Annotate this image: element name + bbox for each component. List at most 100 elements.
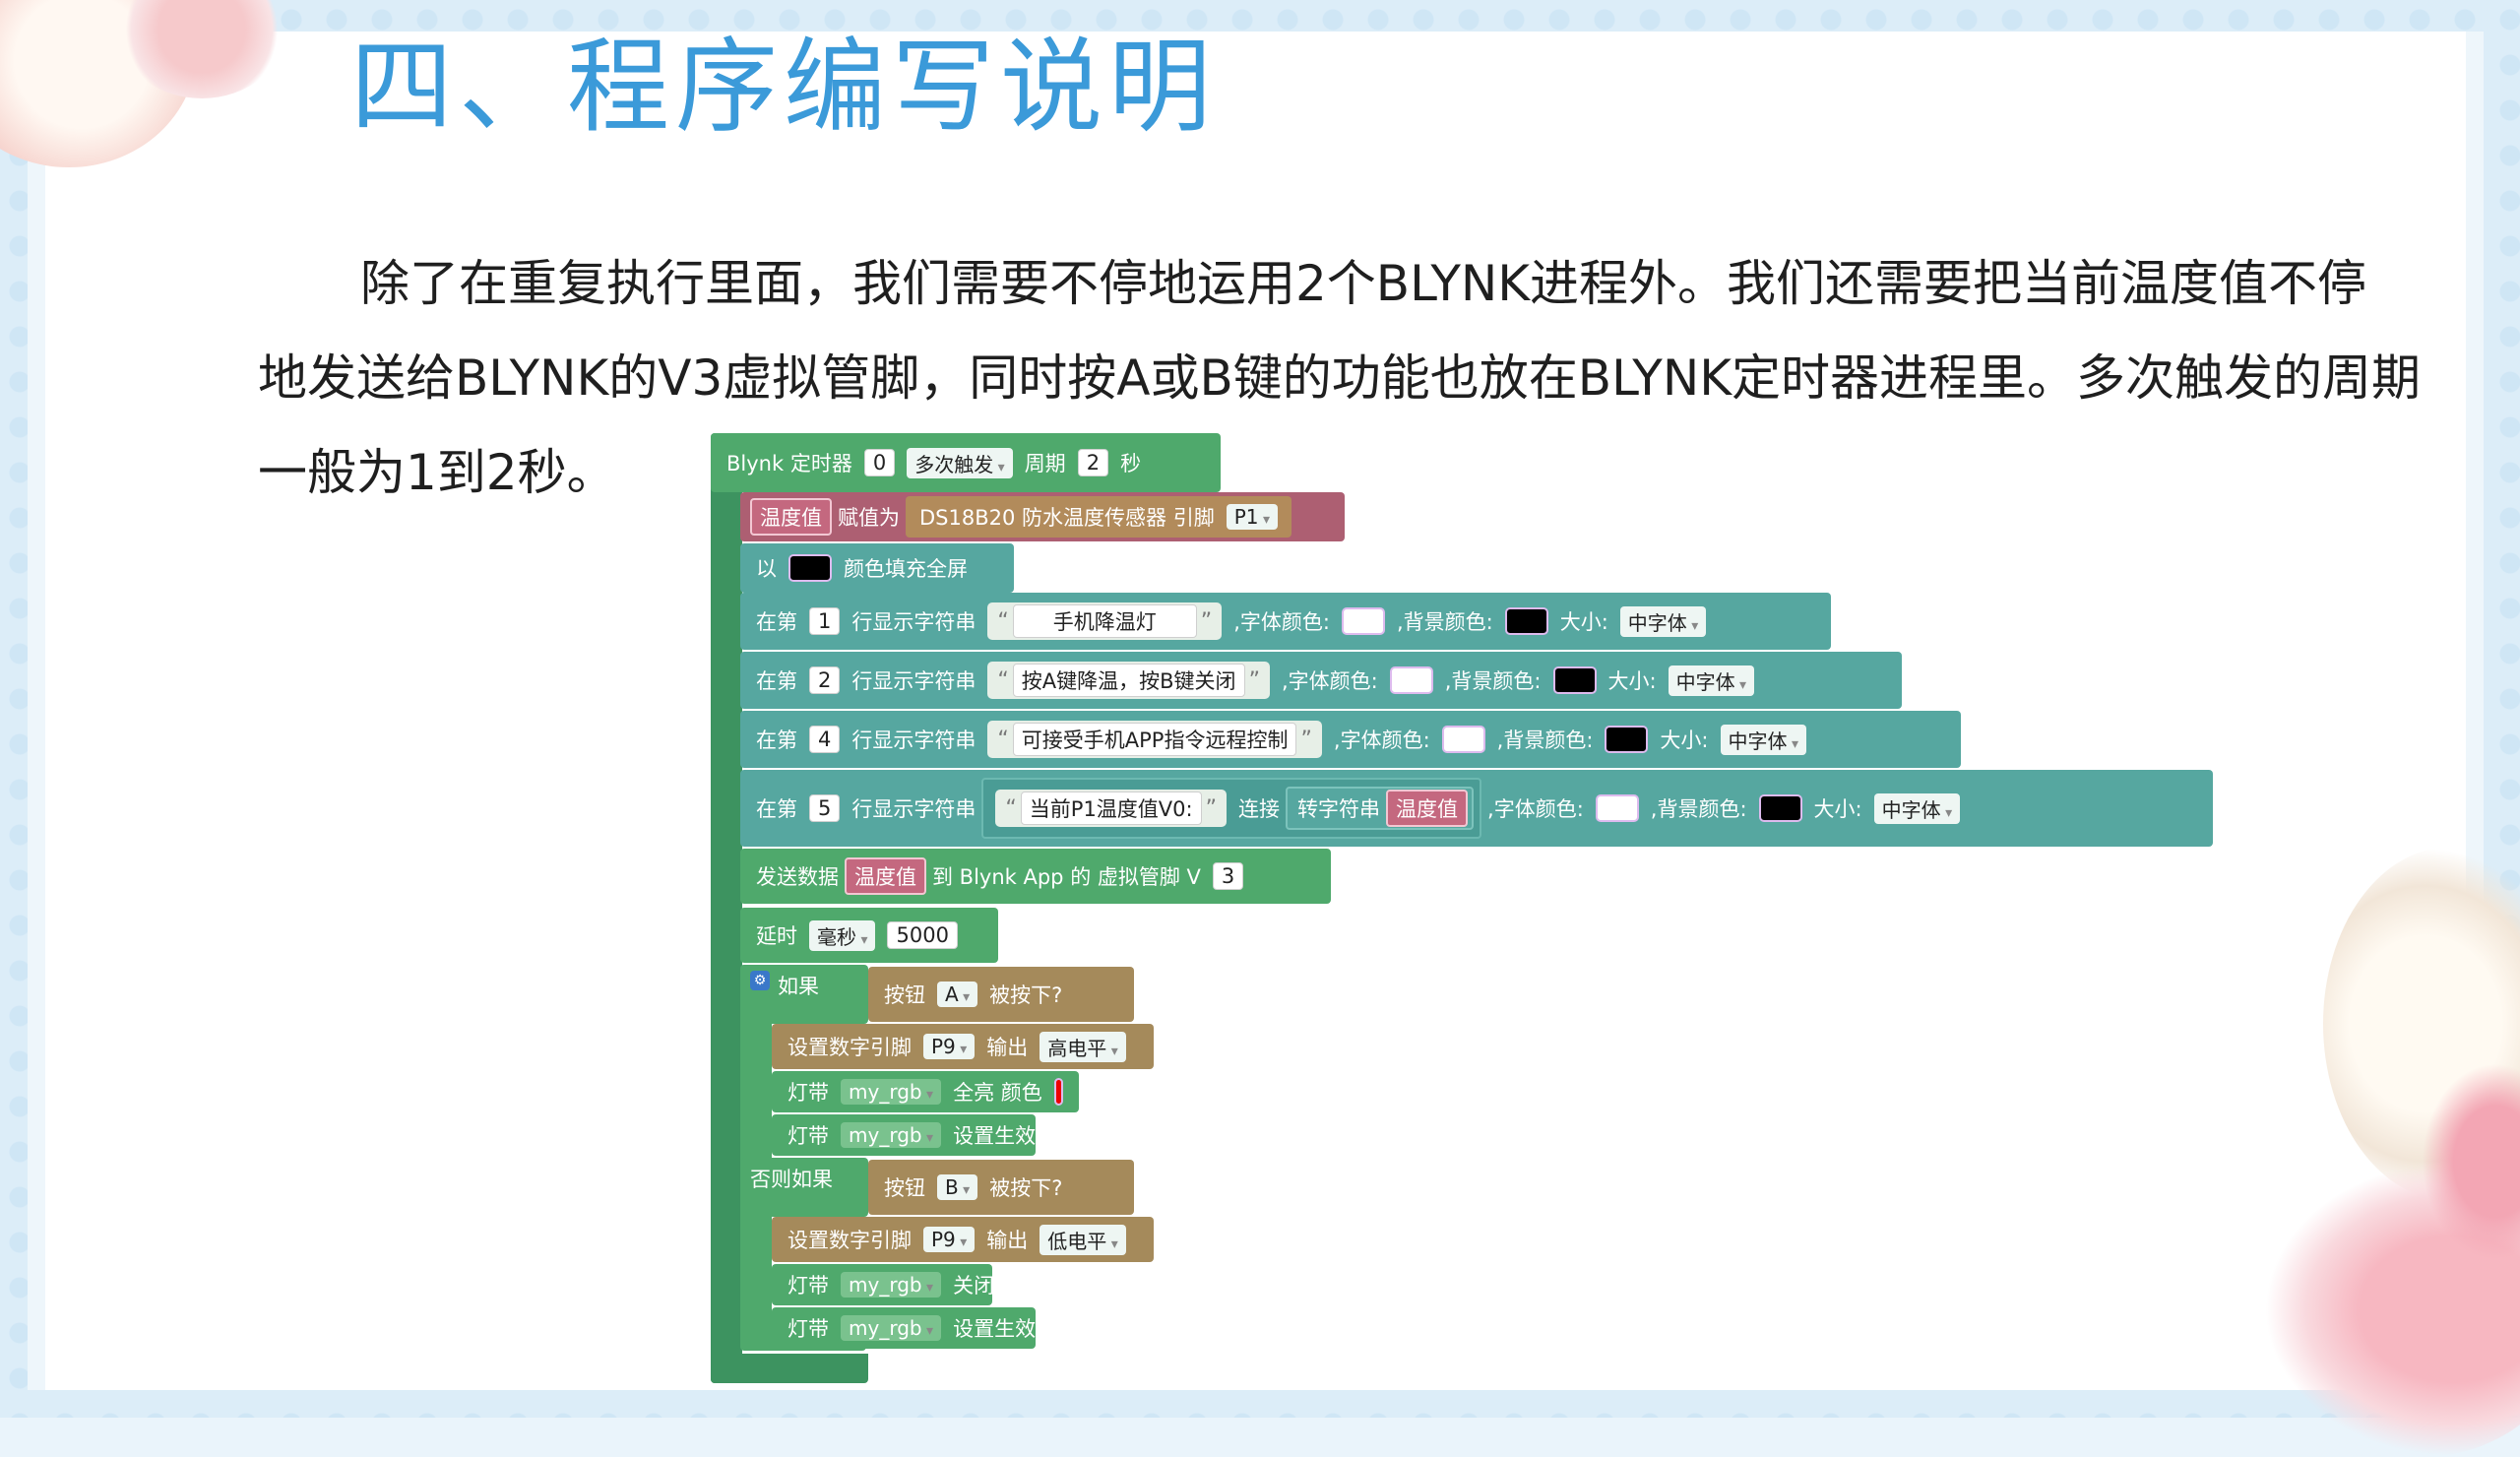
to-string-variable[interactable]: 温度值 xyxy=(1386,790,1469,827)
size-label: 大小: xyxy=(1559,610,1608,634)
timer-block-spine xyxy=(711,433,742,1383)
bg-color-swatch[interactable] xyxy=(1758,794,1802,822)
delay-value-field[interactable]: 5000 xyxy=(887,921,958,949)
button-dropdown[interactable]: A xyxy=(937,982,978,1007)
line-prefix-label: 在第 xyxy=(756,797,797,821)
button-label: 按钮 xyxy=(884,1176,925,1200)
paragraph-line-3: 一般为1到2秒。 xyxy=(258,444,616,501)
display-line-2-block[interactable]: 在第 2 行显示字符串 “按A键降温，按B键关闭” ,字体颜色: ,背景颜色: … xyxy=(740,652,1902,709)
to-string-block[interactable]: 转字符串 温度值 xyxy=(1286,787,1475,830)
fill-label: 颜色填充全屏 xyxy=(844,557,968,581)
fill-color-swatch[interactable] xyxy=(788,554,832,582)
join-block[interactable]: “当前P1温度值V0:” 连接 转字符串 温度值 xyxy=(981,778,1482,839)
if-block-header[interactable]: ⚙ 如果 xyxy=(740,965,868,1024)
string-text-field[interactable]: 当前P1温度值V0: xyxy=(1020,792,1202,825)
line-number-field[interactable]: 4 xyxy=(809,726,841,753)
button-a-condition[interactable]: 按钮 A 被按下? xyxy=(868,967,1134,1022)
timer-period-field[interactable]: 2 xyxy=(1077,449,1109,476)
strip-name-dropdown[interactable]: my_rgb xyxy=(841,1315,942,1341)
sensor-pin-dropdown[interactable]: P1 xyxy=(1226,504,1278,530)
display-line-5-block[interactable]: 在第 5 行显示字符串 “当前P1温度值V0:” 连接 转字符串 温度值 ,字体… xyxy=(740,770,2213,847)
pressed-label: 被按下? xyxy=(989,983,1063,1007)
set-pin-label: 设置数字引脚 xyxy=(788,1036,912,1059)
to-string-label: 转字符串 xyxy=(1297,797,1381,821)
sensor-block[interactable]: DS18B20 防水温度传感器 引脚 P1 xyxy=(906,496,1292,538)
font-color-swatch[interactable] xyxy=(1441,726,1485,753)
font-color-swatch[interactable] xyxy=(1389,666,1433,694)
strip-apply-block[interactable]: 灯带 my_rgb 设置生效 xyxy=(772,1114,1036,1156)
send-label: 发送数据 xyxy=(756,865,839,889)
line-action-label: 行显示字符串 xyxy=(851,797,976,821)
paragraph-line-1: 除了在重复执行里面，我们需要不停地运用2个BLYNK进程外。我们还需要把当前温度… xyxy=(360,255,2367,312)
bg-color-label: ,背景颜色: xyxy=(1396,610,1493,634)
string-text-field[interactable]: 按A键降温，按B键关闭 xyxy=(1012,664,1245,697)
set-pin-label: 设置数字引脚 xyxy=(788,1229,912,1252)
else-if-block-header[interactable]: 否则如果 xyxy=(740,1158,868,1217)
blynk-timer-block[interactable]: Blynk 定时器 0 多次触发 周期 2 秒 xyxy=(711,433,1221,492)
button-b-condition[interactable]: 按钮 B 被按下? xyxy=(868,1160,1134,1215)
gear-icon[interactable]: ⚙ xyxy=(750,971,770,990)
timer-period-label: 周期 xyxy=(1024,452,1066,475)
bg-color-swatch[interactable] xyxy=(1552,666,1597,694)
string-block[interactable]: “可接受手机APP指令远程控制” xyxy=(987,721,1322,758)
pin-dropdown[interactable]: P9 xyxy=(923,1227,976,1252)
strip-apply-block[interactable]: 灯带 my_rgb 设置生效 xyxy=(772,1307,1036,1349)
send-data-block[interactable]: 发送数据 温度值 到 Blynk App 的 虚拟管脚 V 3 xyxy=(740,849,1331,904)
display-line-4-block[interactable]: 在第 4 行显示字符串 “可接受手机APP指令远程控制” ,字体颜色: ,背景颜… xyxy=(740,711,1961,768)
string-block[interactable]: “手机降温灯” xyxy=(987,602,1223,640)
strip-action-label: 设置生效 xyxy=(953,1317,1037,1341)
slide-title: 四、程序编写说明 xyxy=(350,27,1218,147)
fill-screen-block[interactable]: 以 颜色填充全屏 xyxy=(740,543,1014,593)
font-color-label: ,字体颜色: xyxy=(1487,797,1584,821)
set-pin-high-block[interactable]: 设置数字引脚 P9 输出 高电平 xyxy=(772,1024,1154,1069)
assign-block[interactable]: 温度值 赋值为 DS18B20 防水温度传感器 引脚 P1 xyxy=(740,492,1345,541)
if-label: 如果 xyxy=(778,975,819,998)
size-dropdown[interactable]: 中字体 xyxy=(1720,724,1806,755)
strip-name-dropdown[interactable]: my_rgb xyxy=(841,1272,942,1298)
send-variable[interactable]: 温度值 xyxy=(845,857,926,895)
display-line-1-block[interactable]: 在第 1 行显示字符串 “手机降温灯” ,字体颜色: ,背景颜色: 大小: 中字… xyxy=(740,593,1831,650)
level-dropdown[interactable]: 低电平 xyxy=(1040,1224,1126,1255)
size-dropdown[interactable]: 中字体 xyxy=(1668,665,1755,696)
set-pin-low-block[interactable]: 设置数字引脚 P9 输出 低电平 xyxy=(772,1217,1154,1262)
line-action-label: 行显示字符串 xyxy=(851,610,976,634)
pin-dropdown[interactable]: P9 xyxy=(923,1034,976,1059)
strip-action-label: 全亮 颜色 xyxy=(953,1081,1042,1105)
line-prefix-label: 在第 xyxy=(756,728,797,752)
strip-action-label: 关闭 xyxy=(953,1274,995,1298)
string-text-field[interactable]: 手机降温灯 xyxy=(1012,604,1197,638)
strip-fill-color-block[interactable]: 灯带 my_rgb 全亮 颜色 xyxy=(772,1071,1079,1112)
virtual-pin-field[interactable]: 3 xyxy=(1212,862,1244,890)
assign-variable[interactable]: 温度值 xyxy=(750,498,832,536)
size-dropdown[interactable]: 中字体 xyxy=(1873,792,1961,824)
line-prefix-label: 在第 xyxy=(756,669,797,693)
line-action-label: 行显示字符串 xyxy=(851,728,976,752)
bg-color-label: ,背景颜色: xyxy=(1444,669,1542,693)
strip-color-swatch[interactable] xyxy=(1053,1078,1063,1106)
bg-color-swatch[interactable] xyxy=(1504,607,1548,635)
line-number-field[interactable]: 2 xyxy=(809,666,841,694)
font-color-swatch[interactable] xyxy=(1341,607,1385,635)
fill-prefix-label: 以 xyxy=(756,557,777,581)
font-color-swatch[interactable] xyxy=(1595,794,1639,822)
button-dropdown[interactable]: B xyxy=(937,1174,978,1200)
string-text-field[interactable]: 可接受手机APP指令远程控制 xyxy=(1012,723,1297,756)
bg-color-swatch[interactable] xyxy=(1605,726,1649,753)
line-number-field[interactable]: 5 xyxy=(809,794,841,822)
strip-off-block[interactable]: 灯带 my_rgb 关闭 xyxy=(772,1264,995,1305)
button-label: 按钮 xyxy=(884,983,925,1007)
bg-color-label: ,背景颜色: xyxy=(1496,728,1594,752)
font-color-label: ,字体颜色: xyxy=(1333,728,1430,752)
line-number-field[interactable]: 1 xyxy=(809,607,841,635)
timer-index-field[interactable]: 0 xyxy=(863,449,896,476)
delay-block[interactable]: 延时 毫秒 5000 xyxy=(740,908,998,963)
timer-mode-dropdown[interactable]: 多次触发 xyxy=(907,447,1013,478)
strip-name-dropdown[interactable]: my_rgb xyxy=(841,1079,942,1105)
delay-unit-dropdown[interactable]: 毫秒 xyxy=(809,919,876,951)
strip-name-dropdown[interactable]: my_rgb xyxy=(841,1122,942,1148)
string-block[interactable]: “按A键降温，按B键关闭” xyxy=(987,662,1270,699)
strip-label: 灯带 xyxy=(788,1124,829,1148)
size-dropdown[interactable]: 中字体 xyxy=(1619,605,1707,637)
level-dropdown[interactable]: 高电平 xyxy=(1040,1031,1126,1062)
string-block[interactable]: “当前P1温度值V0:” xyxy=(995,790,1228,827)
